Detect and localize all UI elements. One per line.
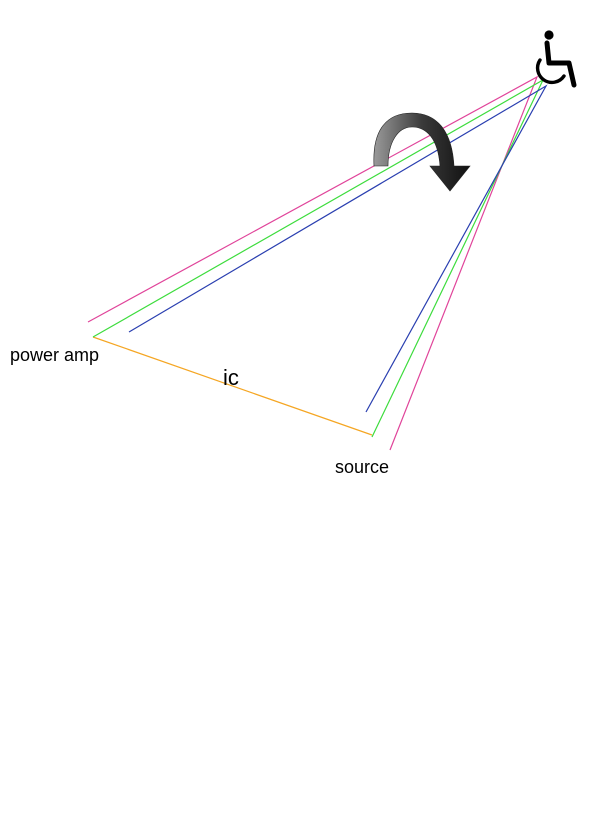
source-label: source	[335, 457, 389, 477]
wheelchair-icon	[535, 30, 577, 88]
middle-path-line	[92, 78, 545, 438]
curved-arrow-icon	[373, 112, 471, 192]
power-amp-label: power amp	[10, 345, 99, 365]
interconnect-cable-line	[92, 336, 373, 436]
inner-path-line	[128, 84, 548, 413]
interconnect-label: ic	[223, 365, 239, 390]
outer-path-line	[87, 75, 539, 451]
